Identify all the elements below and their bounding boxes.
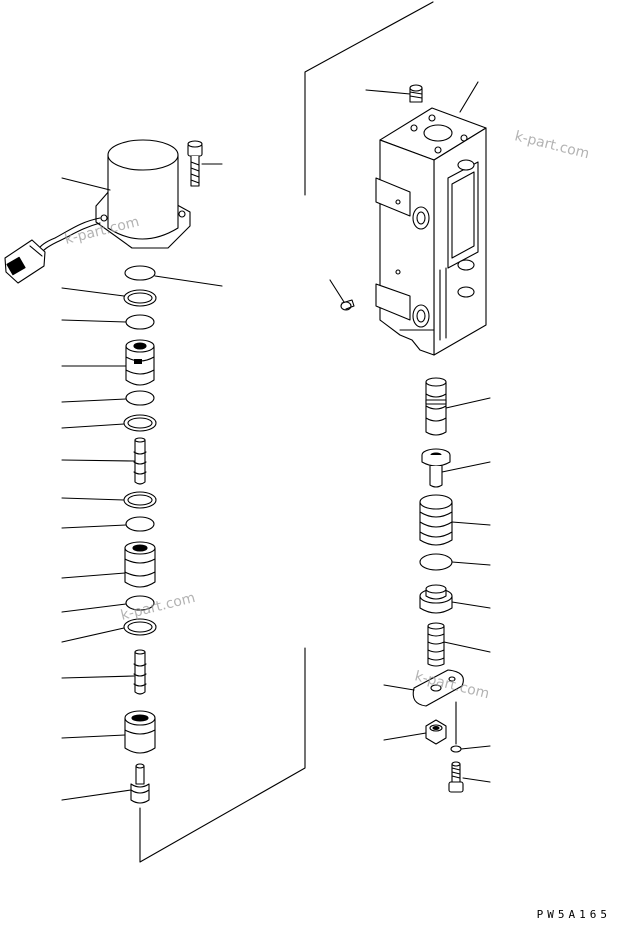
piston-part: [421, 448, 451, 488]
watermark-text: k-part.com: [513, 128, 591, 162]
left-sleeve-middle: [124, 541, 156, 588]
left-sleeve-upper: [125, 339, 155, 386]
left-spool-lower: [133, 649, 147, 695]
right-bolt-part: [448, 761, 464, 793]
spring-part: [419, 494, 453, 546]
electrical-connector: [4, 239, 46, 284]
left-plug: [130, 763, 150, 804]
seat-part: [419, 584, 453, 614]
body-plug-part: [340, 299, 355, 311]
right-spool: [425, 377, 447, 436]
drawing-code-label: PW5A165: [536, 908, 611, 921]
plate-part: [412, 669, 464, 707]
small-spring-part: [427, 622, 445, 667]
right-leader-lines: [329, 81, 491, 783]
solenoid-bolt-part: [187, 140, 203, 187]
nut-part: [425, 719, 447, 745]
set-screw-part: [409, 84, 423, 103]
solenoid-part: [4, 139, 191, 284]
assembly-boundary-lines: [139, 1, 434, 863]
right-o-ring: [419, 553, 453, 571]
left-sleeve-lower: [124, 710, 156, 754]
left-o-rings: [123, 265, 157, 636]
valve-body-part: [375, 107, 487, 356]
left-spool-upper: [133, 437, 147, 485]
watermark-text: k-part.com: [119, 590, 197, 624]
washer-part: [450, 701, 462, 753]
left-leader-lines: [61, 163, 223, 801]
